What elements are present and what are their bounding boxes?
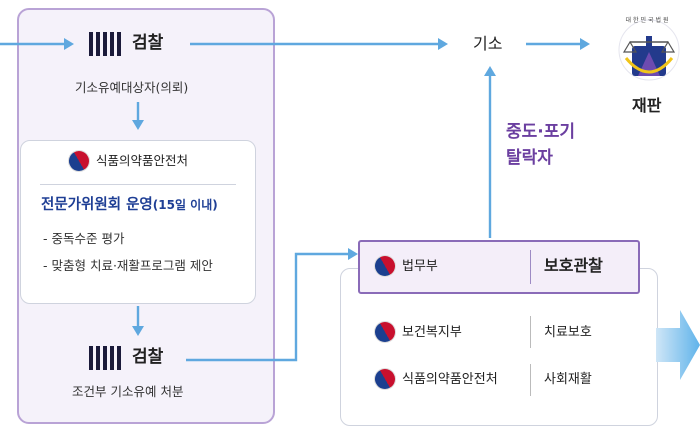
divider	[530, 250, 531, 284]
indictment-to-court-head	[580, 38, 590, 50]
prosecution-bottom-label: 검찰	[132, 347, 164, 367]
prosecution-logo-top	[88, 32, 122, 60]
court-label: 재판	[632, 96, 662, 115]
dropout-label-line2: 탈락자	[506, 148, 553, 168]
mfds-agency-label: 식품의약품안전처	[96, 153, 189, 168]
dropout-label-line1: 중도·포기	[506, 122, 576, 142]
mohw-agency-label: 보건복지부	[402, 325, 462, 340]
down-arrow-1-head	[132, 120, 144, 130]
prosecution-bottom-caption: 조건부 기소유예 처분	[72, 384, 184, 399]
prosecution-logo-bottom	[88, 346, 122, 374]
prosecution-top-caption: 기소유예대상자(의뢰)	[75, 80, 189, 95]
big-right-arrow-icon	[656, 310, 700, 380]
committee-title-main: 전문가위원회 운영	[41, 197, 153, 213]
social-rehab-label: 사회재활	[544, 372, 592, 387]
down-arrow-2-head	[132, 326, 144, 336]
indictment-label: 기소	[473, 34, 503, 53]
dropout-up-arrow-head	[484, 66, 496, 76]
mfds-rehab-agency-label: 식품의약품안전처	[402, 372, 498, 387]
prosecution-to-moj-head	[348, 248, 358, 260]
committee-period: (15일 이내)	[152, 198, 218, 212]
prosecution-to-indictment-head	[438, 38, 448, 50]
moj-agency-label: 법무부	[402, 259, 438, 274]
divider	[530, 364, 531, 396]
divider	[530, 316, 531, 348]
treatment-panel	[340, 268, 658, 426]
input-arrow-head	[64, 38, 74, 50]
treatment-protection-label: 치료보호	[544, 325, 592, 340]
expert-committee-box	[20, 140, 256, 304]
committee-title: 전문가위원회 운영(15일 이내)	[41, 198, 218, 213]
court-emblem-icon	[608, 16, 690, 90]
prosecution-top-label: 검찰	[132, 33, 164, 53]
probation-label: 보호관찰	[544, 256, 603, 275]
committee-item: - 중독수준 평가	[43, 231, 125, 246]
divider	[40, 184, 236, 185]
court-emblem-text: 대한민국법원	[625, 17, 671, 24]
committee-item: - 맞춤형 치료·재활프로그램 제안	[43, 258, 213, 273]
prosecution-to-moj-arrow	[186, 252, 350, 362]
probation-box	[358, 240, 640, 294]
